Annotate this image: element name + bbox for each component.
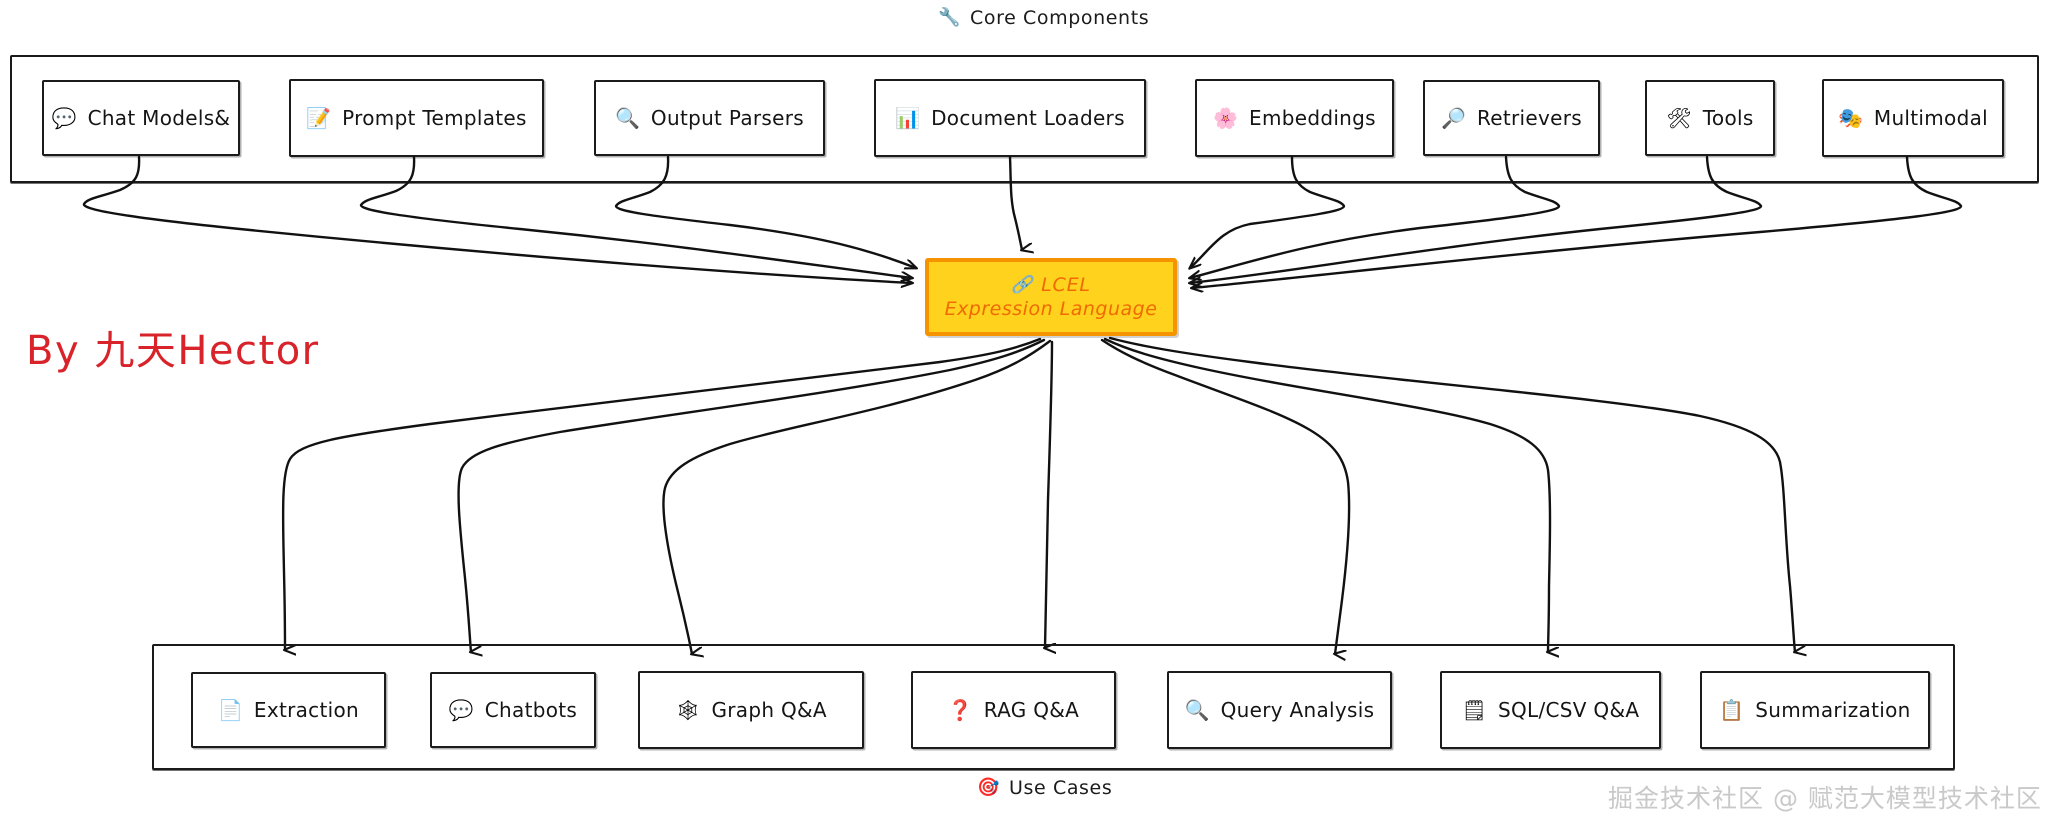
performing-arts-icon: 🎭 (1837, 106, 1863, 130)
link-chain-icon: 🔗 (1011, 274, 1034, 295)
lcel-central-node[interactable]: 🔗 LCEL Expression Language (925, 258, 1177, 336)
question-mark-icon: ❓ (947, 698, 973, 722)
use-cases-caption-label: Use Cases (1009, 777, 1113, 799)
core-node-multimodal[interactable]: 🎭 Multimodal (1822, 79, 2004, 157)
author-watermark: By 九天Hector (26, 328, 320, 374)
usecase-node-summarization[interactable]: 📋 Summarization (1700, 671, 1930, 749)
core-node-output-parsers[interactable]: 🔍 Output Parsers (594, 80, 825, 156)
speech-balloon-icon: 💬 (448, 698, 474, 722)
use-cases-group (152, 644, 1955, 770)
usecase-node-label: Extraction (253, 698, 359, 722)
lcel-title: LCEL (1041, 274, 1091, 296)
page-document-icon: 📄 (217, 698, 243, 722)
core-node-tools[interactable]: 🛠 Tools (1645, 80, 1775, 156)
usecase-node-extraction[interactable]: 📄 Extraction (191, 672, 386, 748)
lcel-subtitle: Expression Language (944, 298, 1158, 320)
core-node-label: Document Loaders (931, 106, 1125, 130)
usecase-node-label: SQL/CSV Q&A (1498, 698, 1640, 722)
usecase-node-sql-csv-qa[interactable]: 🗒 SQL/CSV Q&A (1440, 671, 1661, 749)
usecase-node-label: Summarization (1755, 698, 1911, 722)
sticky-note-icon: 🗒 (1461, 698, 1488, 722)
core-node-label: Embeddings (1249, 106, 1376, 130)
speech-balloon-icon: 💬 (51, 106, 77, 130)
core-node-label: Chat Models& (87, 106, 231, 130)
usecase-node-chatbots[interactable]: 💬 Chatbots (430, 672, 596, 748)
pink-flower-icon: 🌸 (1213, 106, 1239, 130)
clipboard-icon: 📋 (1719, 698, 1745, 722)
core-node-label: Tools (1702, 106, 1754, 130)
core-node-chat-models[interactable]: 💬 Chat Models& (42, 80, 240, 156)
community-watermark: 掘金技术社区 @ 赋范大模型技术社区 (1608, 784, 2042, 813)
core-node-retrievers[interactable]: 🔎 Retrievers (1423, 80, 1600, 156)
core-components-group (10, 55, 2039, 183)
usecase-node-label: RAG Q&A (983, 698, 1080, 722)
magnifying-glass-icon: 🔍 (615, 106, 640, 130)
use-cases-caption: 🎯 Use Cases (977, 777, 1112, 799)
core-components-caption: 🔧 Core Components (938, 7, 1149, 29)
usecase-node-query-analysis[interactable]: 🔍 Query Analysis (1167, 671, 1392, 749)
core-node-label: Retrievers (1476, 106, 1582, 130)
wrench-icon: 🔧 (938, 7, 962, 28)
core-node-embeddings[interactable]: 🌸 Embeddings (1195, 79, 1394, 157)
magnifier-tilted-icon: 🔎 (1441, 106, 1466, 130)
memo-pencil-icon: 📝 (306, 106, 332, 130)
usecase-node-label: Query Analysis (1220, 698, 1375, 722)
usecase-node-label: Graph Q&A (711, 698, 827, 722)
hammer-wrench-icon: 🛠 (1666, 106, 1692, 130)
lcel-title-row: 🔗 LCEL (1011, 274, 1091, 296)
core-node-document-loaders[interactable]: 📊 Document Loaders (874, 79, 1146, 157)
core-components-caption-label: Core Components (970, 7, 1150, 29)
core-node-prompt-templates[interactable]: 📝 Prompt Templates (289, 79, 544, 157)
core-node-label: Prompt Templates (342, 106, 527, 130)
usecase-node-label: Chatbots (484, 698, 578, 722)
usecase-node-graph-qa[interactable]: 🕸 Graph Q&A (638, 671, 864, 749)
spider-web-icon: 🕸 (675, 698, 701, 722)
core-node-label: Multimodal (1873, 106, 1989, 130)
bar-chart-icon: 📊 (895, 106, 921, 130)
core-node-label: Output Parsers (650, 106, 804, 130)
dart-target-icon: 🎯 (977, 777, 1001, 798)
magnifying-glass-icon: 🔍 (1184, 698, 1210, 722)
usecase-node-rag-qa[interactable]: ❓ RAG Q&A (911, 671, 1116, 749)
